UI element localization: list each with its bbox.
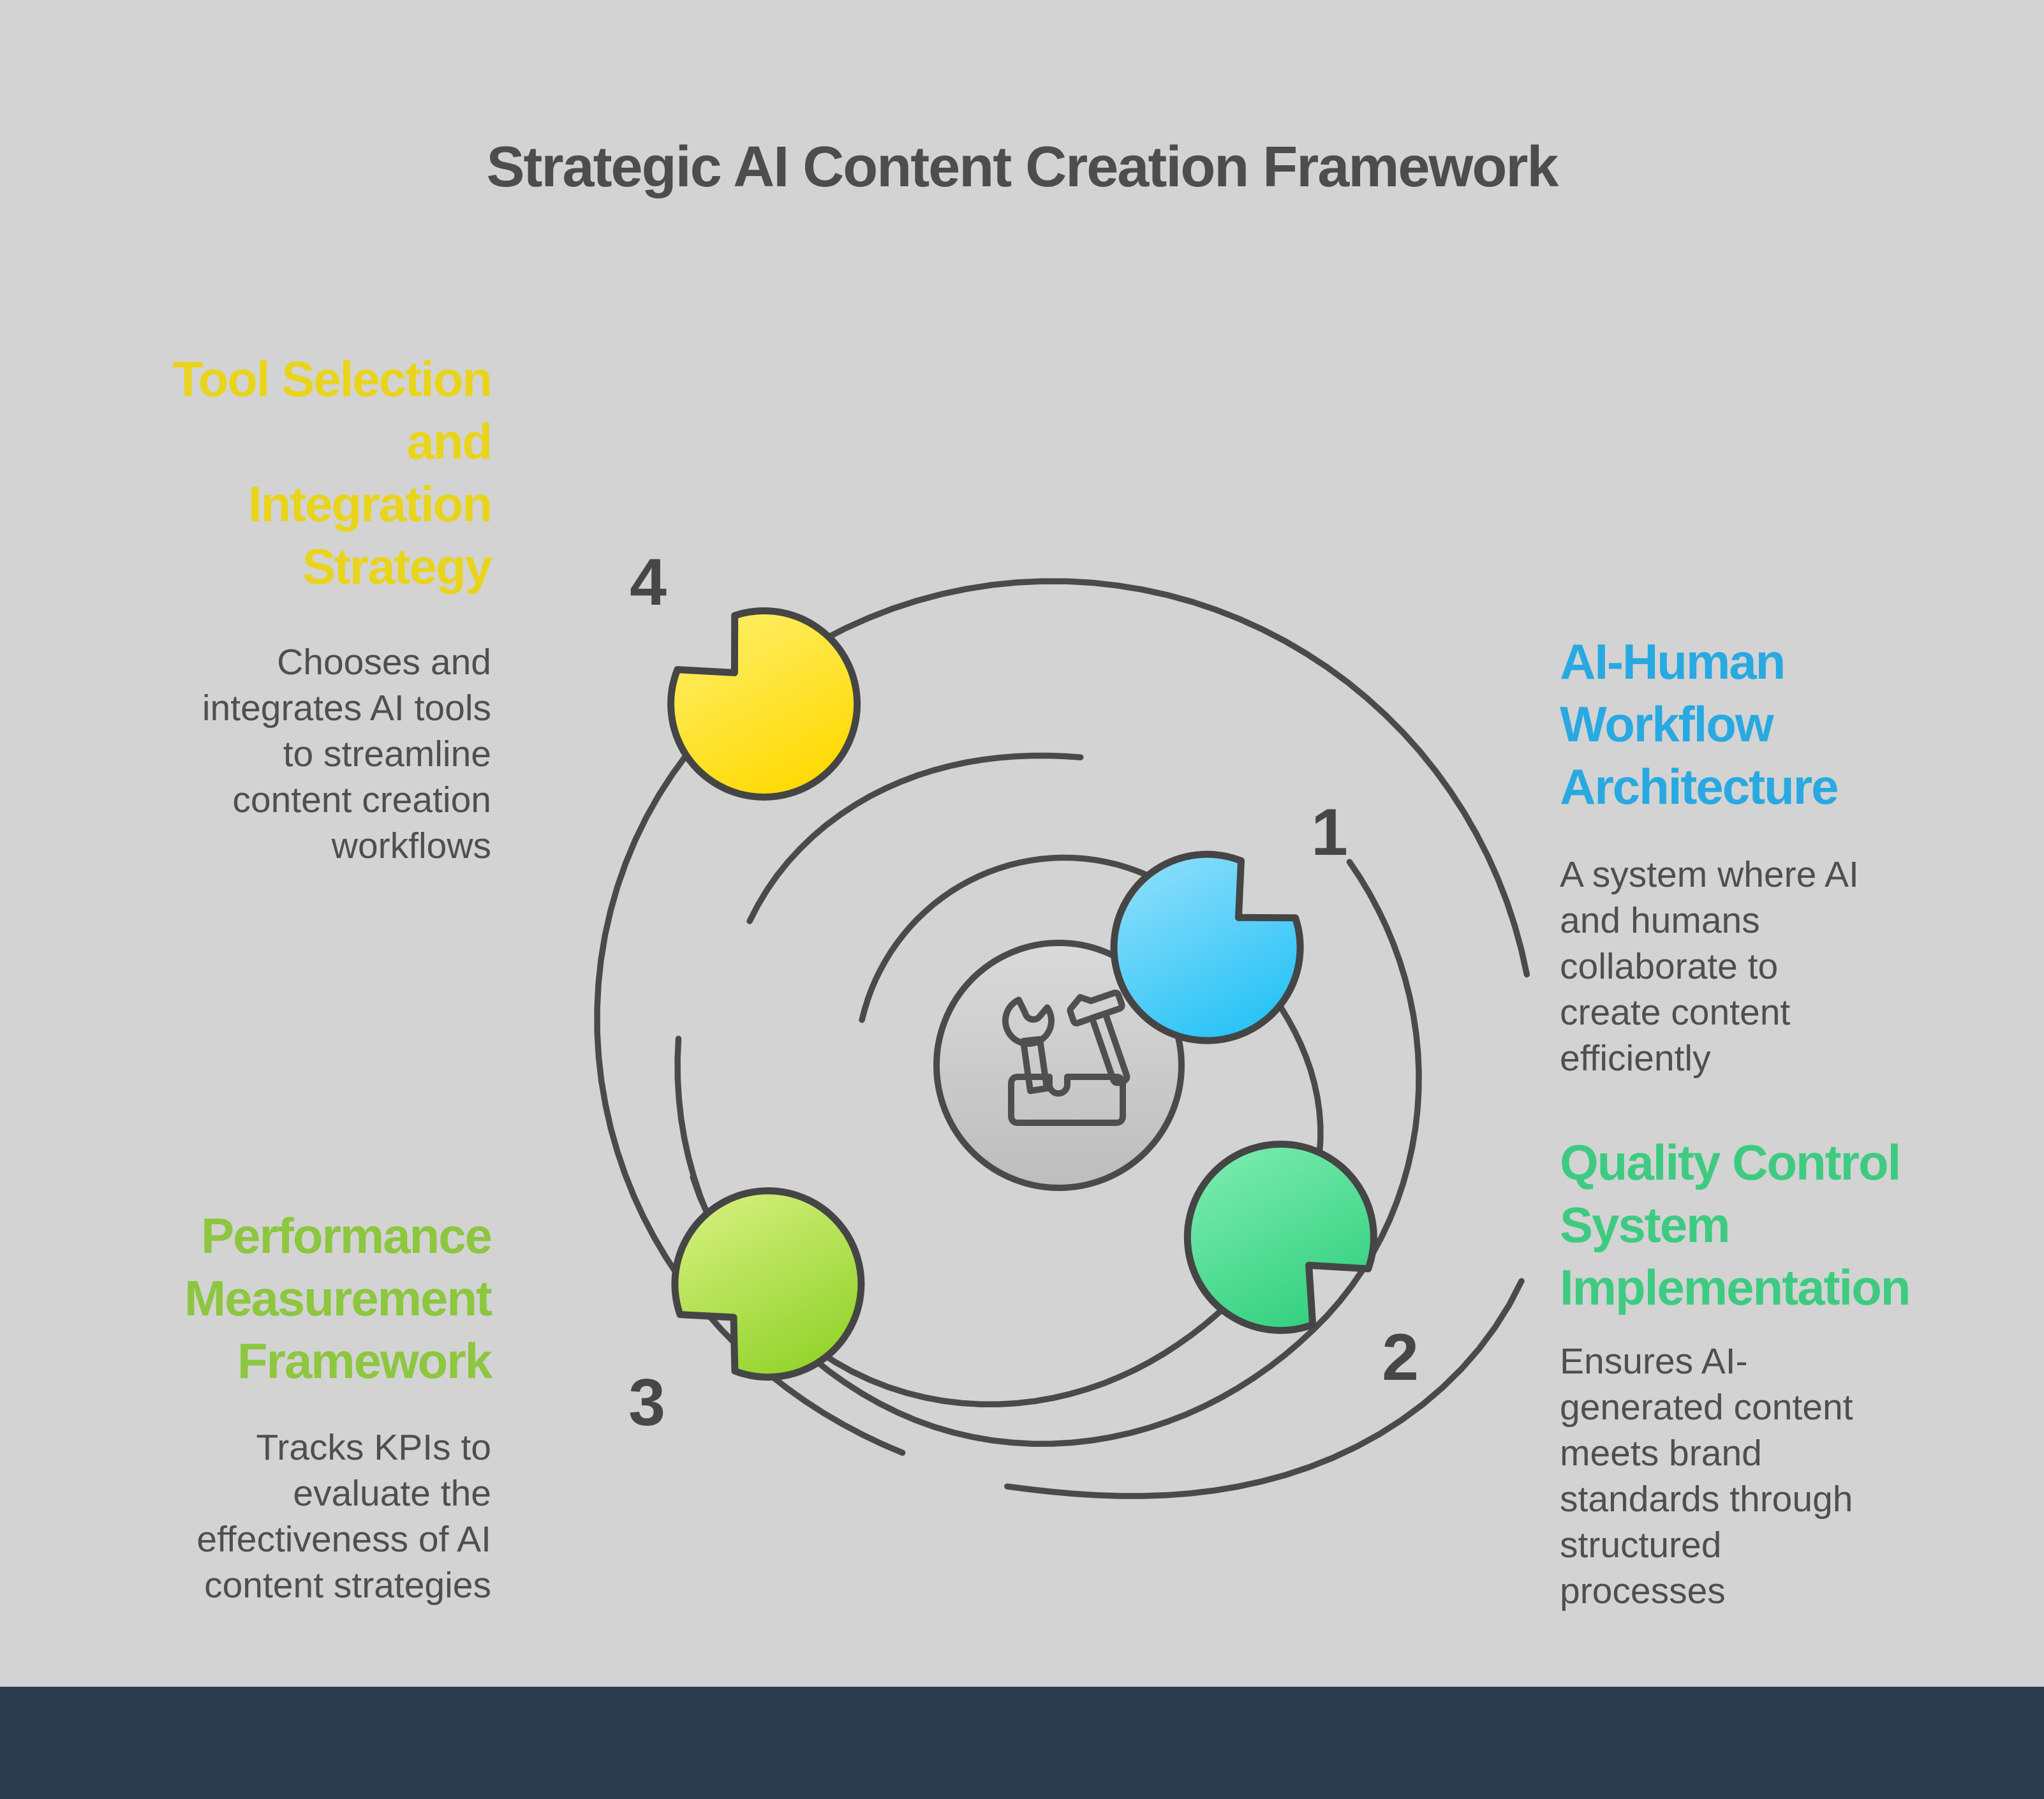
step-3-description: Tracks KPIs to evaluate the effectivenes… — [196, 1427, 491, 1606]
step-number-3: 3 — [628, 1366, 665, 1440]
step-4-description-block: Chooses and integrates AI tools to strea… — [108, 639, 491, 869]
step-3-description-block: Tracks KPIs to evaluate the effectivenes… — [108, 1425, 491, 1608]
step-3-text: Performance Measurement Framework — [108, 1204, 492, 1392]
step-bubble-1 — [1110, 850, 1304, 1044]
step-1-title: AI-Human Workflow Architecture — [1560, 633, 1839, 815]
page-title: Strategic AI Content Creation Framework — [486, 135, 1559, 199]
toolbox-icon — [1002, 989, 1130, 1126]
step-2-description-block: Ensures AI- generated content meets bran… — [1560, 1338, 2006, 1614]
step-2-text: Quality Control System Implementation — [1560, 1131, 2019, 1319]
step-number-4: 4 — [630, 545, 667, 619]
step-2-title: Quality Control System Implementation — [1560, 1134, 1911, 1315]
step-bubble-4 — [667, 607, 861, 801]
spiral-line-4 — [746, 752, 1084, 924]
spiral-line-3 — [1004, 1278, 1525, 1499]
footer-bar — [0, 1687, 2044, 1799]
step-4-title: Tool Selection and Integration Strategy — [172, 351, 492, 595]
step-bubble-3 — [671, 1187, 865, 1381]
step-4-description: Chooses and integrates AI tools to strea… — [202, 642, 491, 866]
step-2-description: Ensures AI- generated content meets bran… — [1560, 1341, 1853, 1611]
step-1-description: A system where AI and humans collaborate… — [1560, 854, 1859, 1079]
spiral-line-1 — [690, 854, 1324, 1407]
step-3-title: Performance Measurement Framework — [184, 1208, 492, 1389]
step-bubble-2 — [1183, 1140, 1377, 1334]
step-1-text: AI-Human Workflow Architecture — [1560, 630, 2006, 818]
step-number-1: 1 — [1311, 796, 1348, 870]
step-4-text: Tool Selection and Integration Strategy — [108, 348, 492, 598]
step-1-description-block: A system where AI and humans collaborate… — [1560, 852, 2006, 1081]
step-number-2: 2 — [1382, 1321, 1419, 1395]
